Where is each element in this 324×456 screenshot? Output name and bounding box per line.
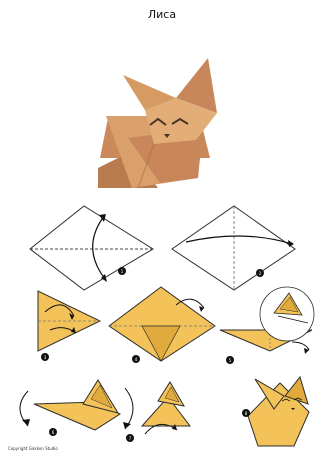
step-number: 2: [259, 271, 262, 276]
page-title: Лиса: [0, 8, 324, 21]
step-number: 4: [135, 357, 138, 362]
step-number: 7: [129, 436, 132, 441]
origami-steps-panel: 1 2 3 4 5: [8, 194, 320, 452]
step-number: 1: [121, 269, 124, 274]
step-number: 8: [245, 411, 248, 416]
origami-fox-photo: [88, 38, 238, 198]
step-number: 6: [52, 430, 55, 435]
step-number: 5: [229, 358, 232, 363]
step-number: 3: [44, 355, 47, 360]
credit-text: Copyright Gakken Studio: [8, 446, 58, 451]
